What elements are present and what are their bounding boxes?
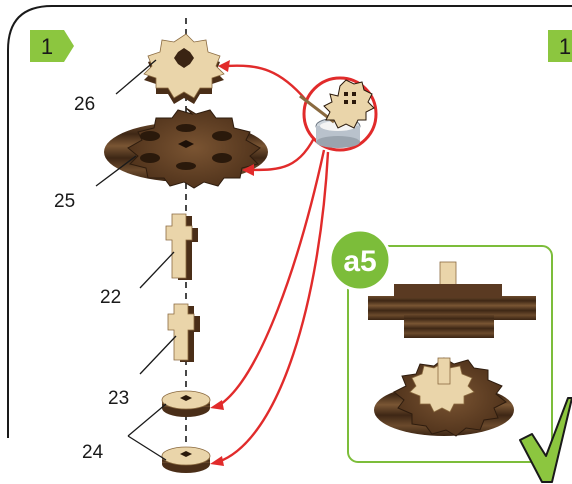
- leader-22: [139, 251, 175, 289]
- label-part-23: 23: [108, 388, 129, 409]
- inset-label: a5: [343, 245, 376, 278]
- inset-assembled-gear: [374, 357, 514, 437]
- inset-exploded-gear: [368, 261, 536, 338]
- next-step-number: 1: [559, 34, 571, 59]
- arrow-heads: [210, 60, 254, 466]
- leader-24b: [127, 435, 167, 461]
- glue-pot-icon: [299, 76, 378, 152]
- part-24-disc-bottom: [161, 446, 211, 473]
- next-step-badge: 1: [548, 30, 572, 62]
- part-26-small-gear: [143, 33, 225, 104]
- leader-25: [95, 155, 137, 187]
- checkmark-icon: [519, 397, 572, 483]
- leader-24a: [127, 403, 167, 437]
- leader-26: [115, 59, 157, 95]
- step-number: 1: [41, 34, 53, 59]
- part-22-peg: [165, 213, 198, 280]
- label-part-25: 25: [54, 191, 75, 212]
- leader-23: [139, 335, 177, 375]
- label-part-24: 24: [82, 442, 104, 463]
- page-frame: [7, 5, 572, 438]
- step-badge: 1: [30, 30, 74, 62]
- part-23-peg: [167, 303, 200, 362]
- part-24-disc-top: [161, 390, 211, 417]
- inset-panel: a5: [328, 228, 572, 483]
- label-part-26: 26: [74, 94, 95, 115]
- glue-arrows: [217, 64, 330, 464]
- label-part-22: 22: [100, 287, 121, 308]
- part-25-large-gear: [104, 107, 268, 189]
